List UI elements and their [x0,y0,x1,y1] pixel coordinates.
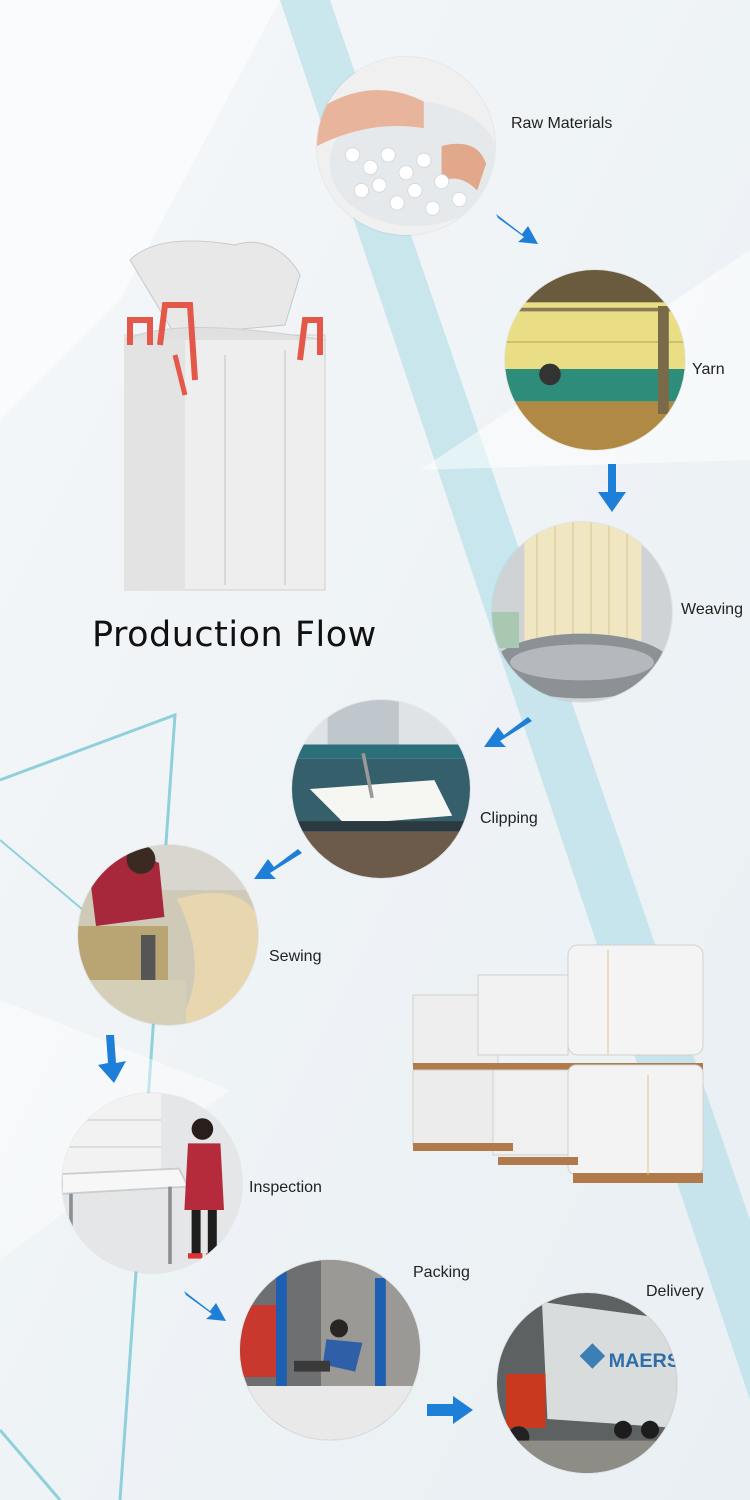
packing-photo [240,1260,420,1440]
flow-arrow-icon [254,849,302,879]
flow-arrow-icon [184,1291,226,1321]
inspection-photo [62,1093,242,1273]
step-label-yarn: Yarn [692,361,725,378]
step-label-packing: Packing [413,1264,470,1281]
step-label-weaving: Weaving [681,601,743,618]
raw-materials-photo [317,57,495,235]
flow-arrow-icon [484,717,532,747]
flow-arrow-icon [427,1396,473,1424]
step-label-delivery: Delivery [646,1283,704,1300]
flow-arrow-icon [496,214,538,244]
flow-arrow-icon [598,464,626,512]
step-label-clipping: Clipping [480,810,538,827]
stacked-bags-image [412,944,704,1183]
weaving-photo [492,522,672,702]
delivery-photo: MAERSK [497,1293,677,1473]
container-brand-text: MAERSK [609,1350,677,1372]
page-title: Production Flow [92,615,377,655]
yarn-photo [505,270,685,450]
sewing-photo [78,845,258,1025]
flow-arrow-icon [98,1035,126,1083]
step-label-sewing: Sewing [269,948,322,965]
step-label-inspection: Inspection [249,1179,322,1196]
bulk-bag-illustration [124,240,326,591]
step-label-raw-materials: Raw Materials [511,115,613,132]
clipping-photo [292,700,470,878]
